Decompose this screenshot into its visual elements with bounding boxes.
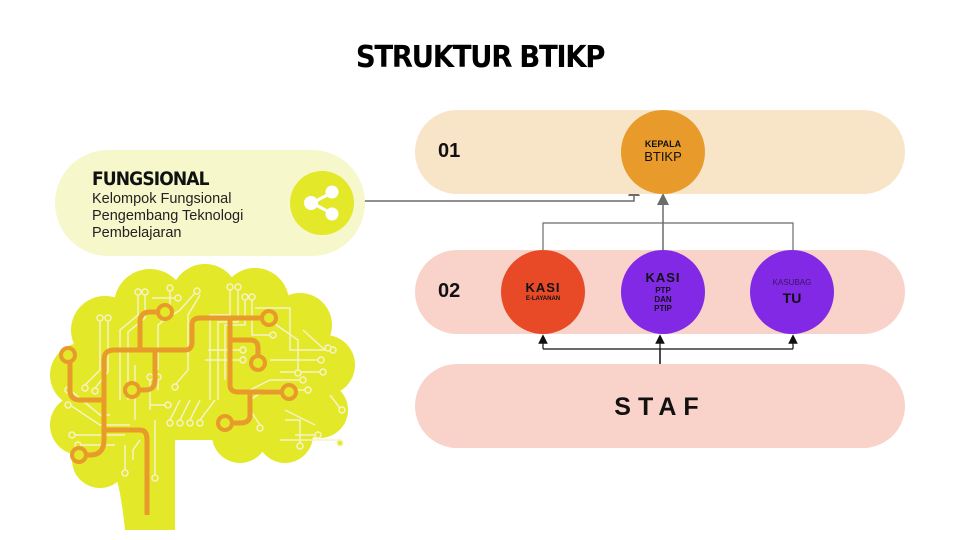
node-subtitle: KASUBAG xyxy=(772,278,812,288)
fungsional-desc-line: Kelompok Fungsional xyxy=(92,191,232,207)
node-subtitle: E-LAYANAN xyxy=(525,296,561,303)
fungsional-desc-line: Pembelajaran xyxy=(92,225,182,241)
brain-shape xyxy=(50,264,355,530)
share-icon xyxy=(290,171,354,235)
circuit-brain-illustration xyxy=(50,264,355,530)
node-title: TU xyxy=(782,289,802,306)
page-title: STRUKTUR BTIKP xyxy=(355,40,606,75)
node-kepala-btikp: KEPALA BTIKP xyxy=(621,110,705,194)
node-kasubag-tu: KASUBAG TU xyxy=(750,250,834,334)
node-subtitle: PTIP xyxy=(654,304,672,314)
node-kasi-elayanan: KASI E-LAYANAN xyxy=(501,250,585,334)
circuit-traces xyxy=(67,309,285,515)
staf-label: STAF xyxy=(614,393,706,421)
fungsional-description: Kelompok Fungsional Pengembang Teknologi… xyxy=(92,191,292,242)
node-subtitle: PTP xyxy=(655,285,671,295)
node-title: KASI xyxy=(645,269,681,285)
node-subtitle: DAN xyxy=(654,294,672,304)
fungsional-desc-line: Pengembang Teknologi xyxy=(92,208,244,224)
node-title: BTIKP xyxy=(644,148,682,164)
kasi-to-kepala-connector xyxy=(542,222,794,250)
node-title: KASI xyxy=(525,280,561,296)
node-kasi-ptp-ptip: KASI PTP DAN PTIP xyxy=(621,250,705,334)
fungsional-title: FUNGSIONAL xyxy=(92,168,209,190)
circuit-lines xyxy=(69,290,341,475)
level-number: 02 xyxy=(438,280,461,302)
circuit-trace-pads xyxy=(59,303,298,464)
staf-row: STAF xyxy=(415,364,905,448)
level-number: 01 xyxy=(438,140,461,162)
node-subtitle: KEPALA xyxy=(644,139,682,150)
